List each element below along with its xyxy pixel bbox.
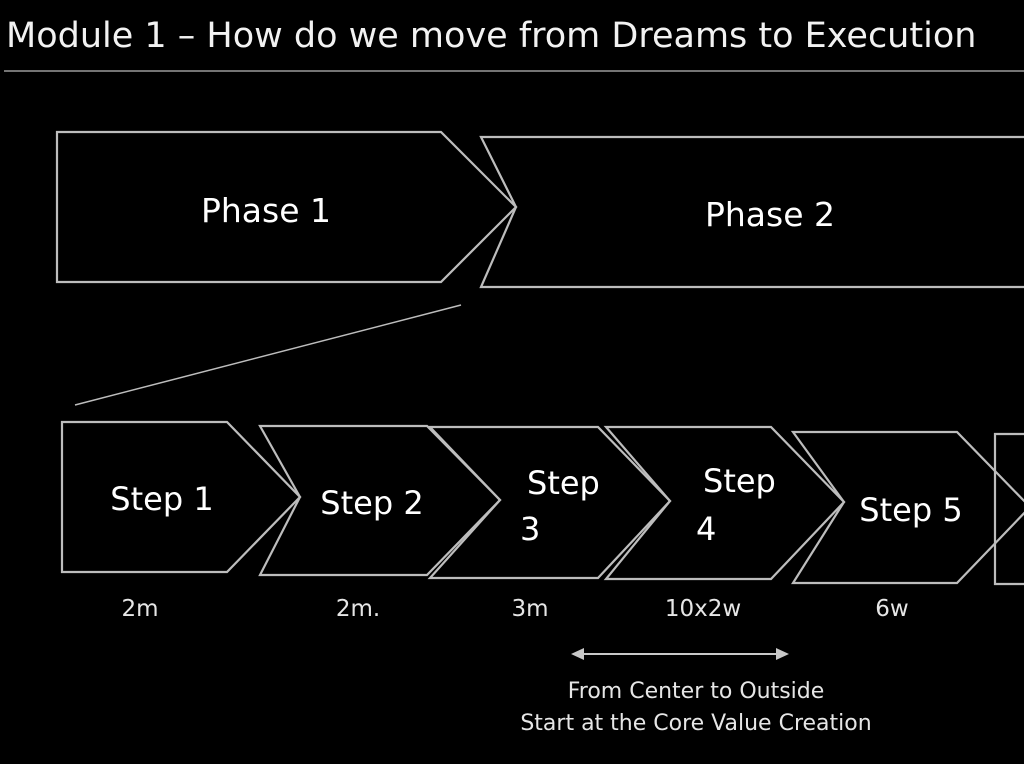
step-1-duration: 2m: [121, 596, 158, 622]
step-3-label-line2: 3: [520, 510, 540, 548]
note-line-2: Start at the Core Value Creation: [520, 711, 871, 736]
step-2-label: Step 2: [320, 484, 423, 522]
step-3-duration: 3m: [511, 596, 548, 622]
step-5-duration: 6w: [875, 596, 908, 622]
step-4-label-line1: Step: [703, 462, 776, 500]
phase-2-box: [479, 135, 1024, 289]
step-1-label: Step 1: [110, 480, 213, 518]
step-5-label: Step 5: [859, 491, 962, 529]
phase-2-label: Phase 2: [705, 195, 835, 234]
arrowhead-right: [776, 648, 789, 660]
arrowhead-left: [571, 648, 584, 660]
step-4-chevron: [603, 425, 846, 581]
step-4-label-line2: 4: [696, 510, 716, 548]
step-3-label-line1: Step: [527, 464, 600, 502]
phase-1-label: Phase 1: [201, 191, 331, 230]
next-step-chevron-partial: [993, 432, 1024, 586]
phase-1-chevron: [55, 130, 518, 284]
step-3-chevron: [427, 425, 672, 580]
step-4-duration: 10x2w: [665, 596, 741, 622]
step-1-chevron: [60, 420, 302, 574]
zoom-connector-line: [74, 304, 462, 406]
step-2-duration: 2m.: [336, 596, 380, 622]
slide-title: Module 1 – How do we move from Dreams to…: [6, 16, 977, 56]
step-5-chevron: [790, 430, 1024, 585]
step-2-chevron: [258, 424, 502, 577]
note-line-1: From Center to Outside: [568, 679, 825, 704]
